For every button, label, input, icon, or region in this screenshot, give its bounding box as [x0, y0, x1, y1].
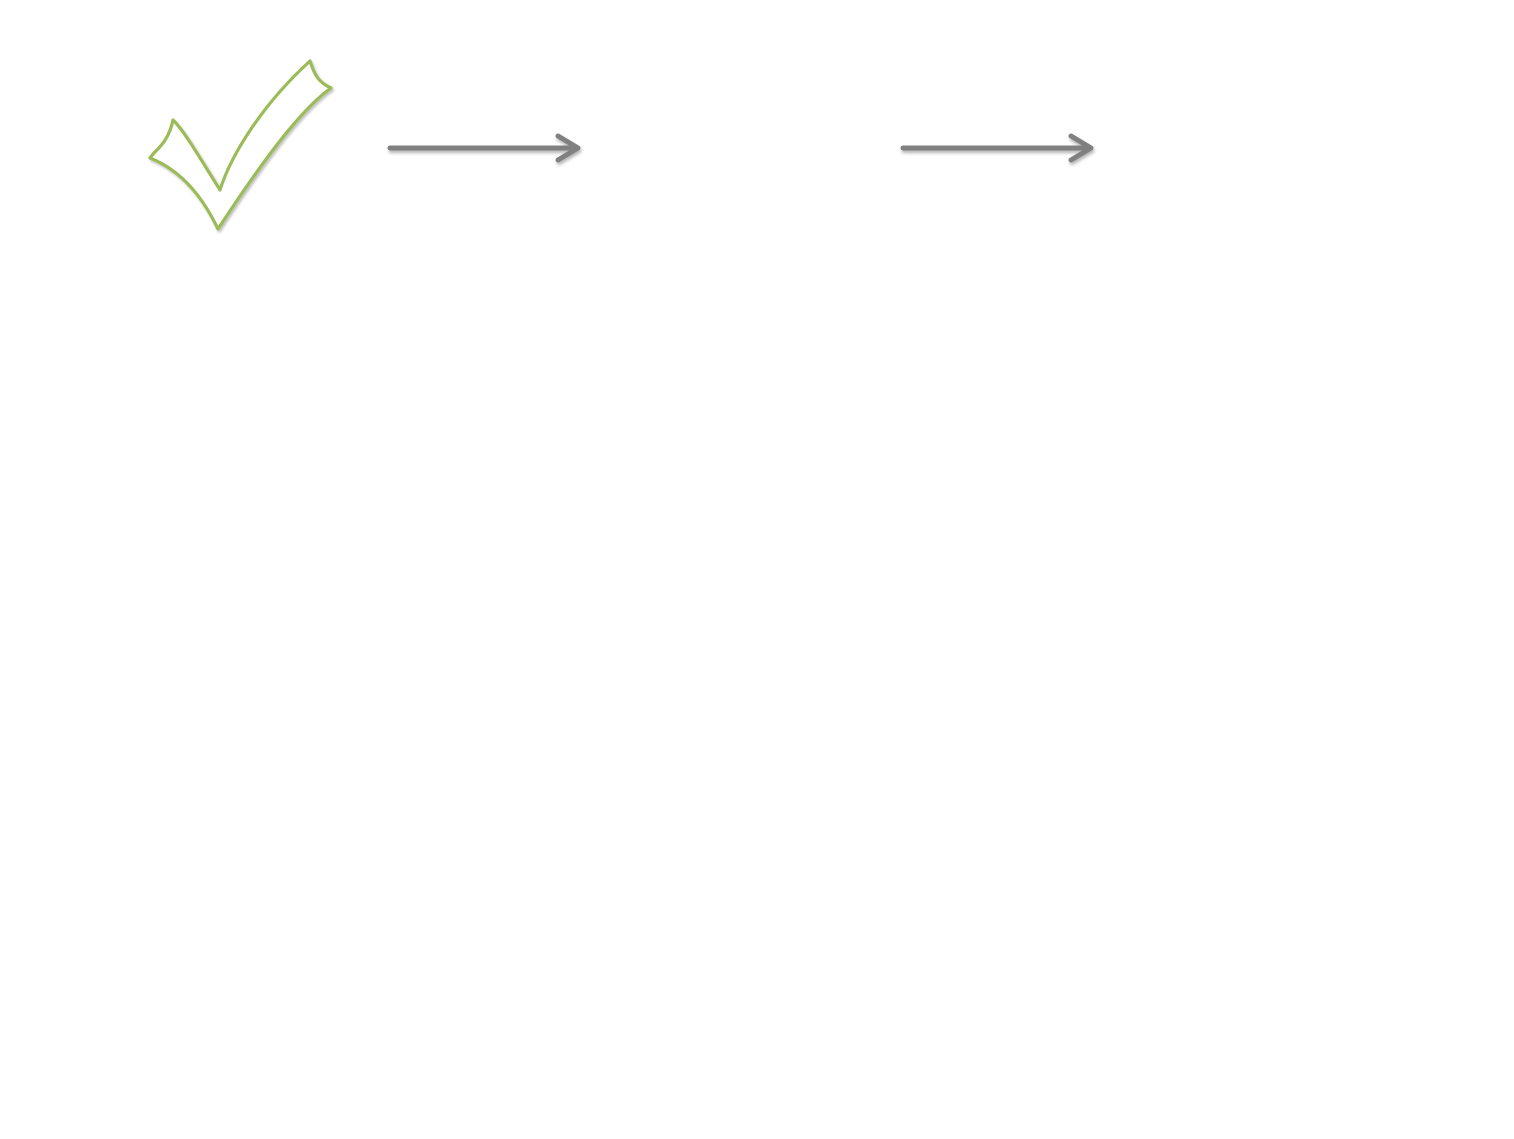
checkmark-icon: [148, 59, 333, 231]
checkmark-shape: [140, 52, 340, 237]
arrow-2-head: [1068, 133, 1094, 163]
arrow-right-icon: [900, 133, 1094, 163]
arrow-1-head: [555, 133, 581, 163]
flow-arrow-2: [893, 126, 1103, 172]
checkmark-outline: [148, 59, 333, 231]
flow-arrow-1: [380, 126, 590, 172]
arrow-right-icon: [387, 133, 581, 163]
